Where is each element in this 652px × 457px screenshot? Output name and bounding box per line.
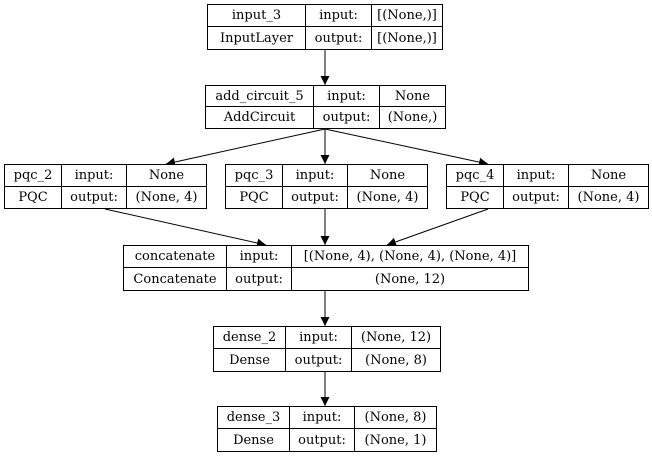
input-shape: None	[380, 86, 445, 107]
layer-name: concatenate	[124, 246, 227, 268]
output-label: output:	[504, 186, 569, 208]
output-label: output:	[227, 268, 292, 290]
output-label: output:	[286, 349, 352, 371]
output-shape: (None, 4)	[135, 189, 198, 205]
layer-name: pqc_3	[226, 165, 283, 187]
output-shape: [(None,)]	[377, 30, 437, 46]
edge-add-circuit-5-to-pqc-2	[165, 128, 326, 167]
input-label: input:	[306, 5, 372, 27]
edge-pqc-4-to-concatenate	[386, 208, 489, 247]
layer-name: dense_3	[218, 407, 290, 429]
output-label: output:	[283, 186, 348, 208]
layer-node-concatenate: concatenate input: [(None, 4), (None, 4)…	[123, 245, 529, 291]
layer-node-dense-3: dense_3 input: (None, 8) Dense output: (…	[217, 406, 437, 452]
output-shape: (None, 4)	[577, 189, 640, 205]
input-label: input:	[283, 165, 348, 187]
output-shape: (None,)	[387, 110, 438, 125]
edge-add-circuit-5-to-pqc-4	[324, 128, 489, 167]
input-shape: (None, 12)	[352, 327, 440, 349]
input-label: input:	[314, 86, 380, 107]
input-shape: None	[348, 165, 427, 187]
input-label: input:	[227, 246, 292, 268]
output-label: output:	[314, 107, 380, 128]
input-label: input:	[286, 327, 352, 349]
layer-type: AddCircuit	[206, 107, 314, 128]
input-shape: [(None, 4), (None, 4), (None, 4)]	[292, 246, 528, 268]
input-shape: (None, 8)	[355, 407, 436, 429]
layer-node-pqc-2: pqc_2 input: None PQC output: (None, 4)	[4, 164, 207, 209]
layer-node-dense-2: dense_2 input: (None, 12) Dense output: …	[213, 326, 441, 372]
layer-name: pqc_4	[447, 165, 504, 187]
layer-type: PQC	[226, 186, 283, 208]
layer-name: add_circuit_5	[206, 86, 314, 107]
layer-type: Concatenate	[124, 268, 227, 290]
edge-pqc-2-to-concatenate	[104, 208, 267, 248]
layer-type: InputLayer	[208, 27, 306, 49]
layer-node-pqc-4: pqc_4 input: None PQC output: (None, 4)	[446, 164, 649, 209]
layer-type: Dense	[214, 349, 286, 371]
layer-node-add-circuit-5: add_circuit_5 input: None AddCircuit out…	[205, 85, 446, 129]
layer-type: PQC	[447, 186, 504, 208]
output-shape: (None, 1)	[364, 432, 427, 448]
layer-name: input_3	[208, 5, 306, 27]
output-shape: (None, 8)	[365, 352, 427, 368]
layer-name: pqc_2	[5, 165, 62, 187]
input-label: input:	[62, 165, 127, 187]
output-shape: (None, 12)	[374, 271, 446, 287]
layer-node-input-3: input_3 input: [(None,)] InputLayer outp…	[207, 4, 443, 50]
input-shape: [(None,)]	[372, 5, 442, 27]
layer-name: dense_2	[214, 327, 286, 349]
layer-node-pqc-3: pqc_3 input: None PQC output: (None, 4)	[225, 164, 428, 209]
input-label: input:	[504, 165, 569, 187]
layer-type: PQC	[5, 186, 62, 208]
output-label: output:	[290, 429, 355, 451]
output-shape: (None, 4)	[356, 189, 419, 205]
output-label: output:	[62, 186, 127, 208]
output-label: output:	[306, 27, 372, 49]
input-label: input:	[290, 407, 355, 429]
input-shape: None	[127, 165, 206, 187]
layer-type: Dense	[218, 429, 290, 451]
input-shape: None	[569, 165, 648, 187]
